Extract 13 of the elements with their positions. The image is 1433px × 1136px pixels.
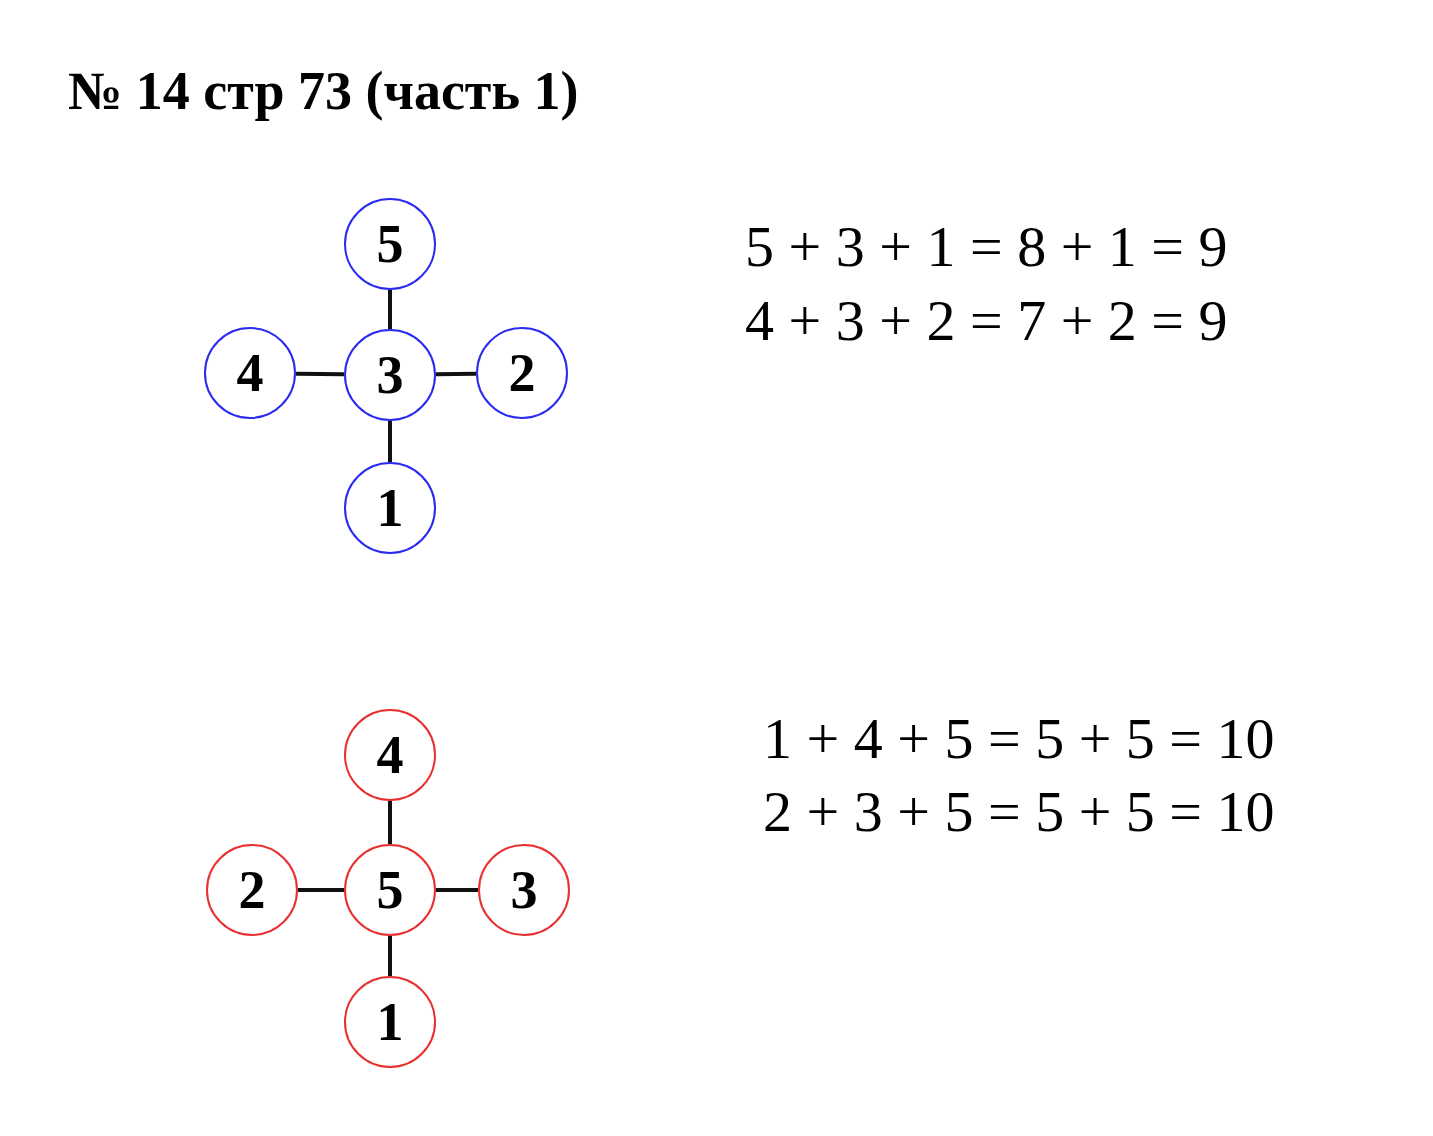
title: № 14 стр 73 (часть 1): [68, 60, 579, 123]
connector-line: [388, 801, 392, 844]
connector-line: [388, 936, 392, 976]
connector-line: [388, 290, 392, 329]
equation-text: 4 + 3 + 2 = 7 + 2 = 9: [745, 292, 1228, 350]
equation-text: 5 + 3 + 1 = 8 + 1 = 9: [745, 218, 1228, 276]
equation-text: 1 + 4 + 5 = 5 + 5 = 10: [763, 710, 1275, 768]
connector-line: [298, 888, 344, 892]
connector-line: [436, 888, 478, 892]
connector-line: [435, 371, 477, 377]
connector-line: [295, 371, 345, 377]
connector-line: [388, 421, 392, 462]
equation-text: 2 + 3 + 5 = 5 + 5 = 10: [763, 783, 1275, 841]
